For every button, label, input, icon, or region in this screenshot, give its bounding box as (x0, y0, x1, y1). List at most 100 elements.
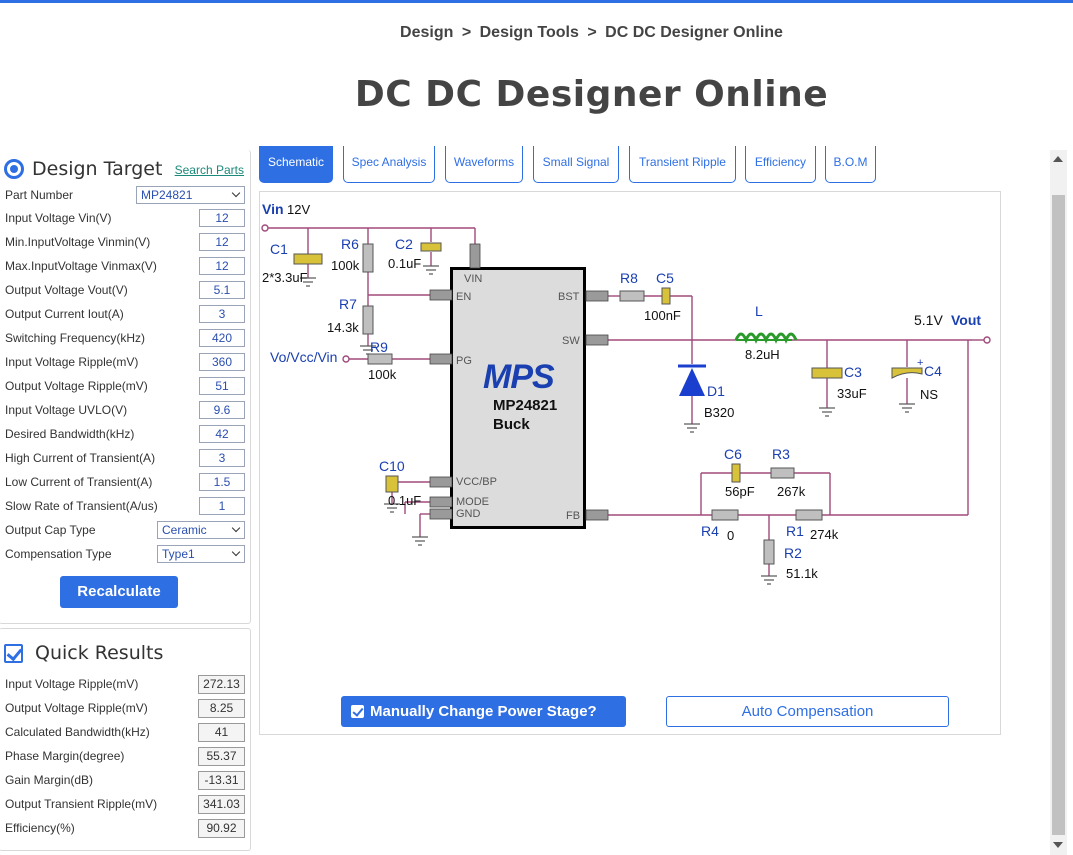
pin-fb-label: FB (566, 510, 580, 522)
pin-vin-label: VIN (464, 273, 482, 285)
field-label: Input Voltage UVLO(V) (5, 403, 128, 417)
pin-gnd-label: GND (456, 508, 481, 520)
manual-change-label: Manually Change Power Stage? (370, 703, 597, 720)
result-value: -13.31 (198, 770, 245, 790)
ref-c4: C4 (924, 363, 942, 379)
value-r6: 100k (331, 258, 360, 273)
design-field-row: Output Voltage Vout(V)5.1 (5, 280, 245, 300)
field-input[interactable]: 12 (199, 209, 245, 227)
output-cap-type-select[interactable]: Ceramic (157, 521, 245, 539)
quick-results-panel: Quick Results Input Voltage Ripple(mV)27… (0, 628, 251, 851)
ref-r2: R2 (784, 545, 802, 561)
field-input[interactable]: 42 (199, 425, 245, 443)
pin-mode-label: MODE (456, 496, 489, 508)
ref-c10: C10 (379, 458, 405, 474)
field-label: Input Voltage Vin(V) (5, 211, 112, 225)
value-r7: 14.3k (327, 320, 359, 335)
result-row: Output Transient Ripple(mV) 341.03 (5, 794, 245, 814)
field-input[interactable]: 1 (199, 497, 245, 515)
field-input[interactable]: 3 (199, 305, 245, 323)
ref-c6: C6 (724, 446, 742, 462)
result-value: 8.25 (198, 698, 245, 718)
design-field-row: Input Voltage Vin(V) 12 (5, 208, 245, 228)
part-number-row: Part Number MP24821 (5, 185, 245, 205)
field-label: Output Voltage Ripple(mV) (5, 379, 148, 393)
result-label: Output Transient Ripple(mV) (5, 797, 158, 811)
compensation-type-row: Compensation Type Type1 (5, 544, 245, 564)
recalculate-button[interactable]: Recalculate (60, 576, 178, 608)
search-parts-link[interactable]: Search Parts (174, 163, 244, 177)
design-field-row: Output Current Iout(A)3 (5, 304, 245, 324)
field-label: High Current of Transient(A) (5, 451, 156, 465)
result-row: Input Voltage Ripple(mV)272.13 (5, 674, 245, 694)
result-row: Calculated Bandwidth(kHz)41 (5, 722, 245, 742)
tab-efficiency[interactable]: Efficiency (745, 146, 816, 183)
chip-part-number: MP24821 (493, 397, 557, 414)
result-value: 341.03 (198, 794, 245, 814)
scrollbar-thumb[interactable] (1052, 195, 1065, 835)
pg-net-label: Vo/Vcc/Vin (270, 349, 337, 365)
pin-bst-label: BST (558, 291, 580, 303)
chip-body (429, 243, 609, 529)
scroll-up-arrow-icon[interactable] (1053, 156, 1063, 162)
design-field-row: Slow Rate of Transient(A/us) 1 (5, 496, 245, 516)
schematic-diagram: + (261, 201, 991, 585)
field-input[interactable]: 3 (199, 449, 245, 467)
scroll-down-arrow-icon[interactable] (1053, 842, 1063, 848)
design-target-title: Design Target (32, 158, 163, 180)
field-label: Output Cap Type (5, 523, 96, 537)
checkbox-checked-icon[interactable] (4, 643, 23, 663)
manual-change-power-stage-button[interactable]: Manually Change Power Stage? (341, 696, 626, 727)
result-value: 55.37 (198, 746, 245, 766)
field-input[interactable]: 51 (199, 377, 245, 395)
tab-bom[interactable]: B.O.M (825, 146, 876, 183)
inductor-symbol (730, 332, 798, 344)
field-input[interactable]: 420 (199, 329, 245, 347)
design-field-row: Min.InputVoltage Vinmin(V)12 (5, 232, 245, 252)
mps-logo: MPS (483, 358, 555, 396)
part-number-select[interactable]: MP24821 (136, 186, 245, 204)
field-input[interactable]: 9.6 (199, 401, 245, 419)
design-target-header: Design Target (4, 156, 162, 182)
polarity-plus-mark: + (917, 357, 923, 369)
component-refs: C1 R6 C2 R7 R9 R8 C5 L D1 C3 C4 C10 C6 R… (270, 236, 942, 561)
result-value: 272.13 (198, 674, 245, 694)
value-c6: 56pF (725, 484, 755, 499)
design-field-row: Output Voltage Ripple(mV) 51 (5, 376, 245, 396)
result-row: Efficiency(%)90.92 (5, 818, 245, 838)
auto-compensation-button[interactable]: Auto Compensation (666, 696, 949, 727)
result-label: Phase Margin(degree) (5, 749, 125, 763)
field-label: Slow Rate of Transient(A/us) (5, 499, 158, 513)
result-row: Gain Margin(dB)-13.31 (5, 770, 245, 790)
tab-spec-analysis[interactable]: Spec Analysis (343, 146, 435, 183)
value-r1: 274k (810, 527, 839, 542)
field-input[interactable]: 1.5 (199, 473, 245, 491)
value-c1: 2*3.3uF (262, 270, 308, 285)
field-input[interactable]: 5.1 (199, 281, 245, 299)
breadcrumb-design[interactable]: Design (400, 24, 454, 41)
field-input[interactable]: 360 (199, 353, 245, 371)
ref-l: L (755, 303, 763, 319)
result-label: Output Voltage Ripple(mV) (5, 701, 148, 715)
tab-transient-ripple[interactable]: Transient Ripple (629, 146, 736, 183)
breadcrumb: Design > Design Tools > DC DC Designer O… (0, 24, 1073, 42)
tab-schematic[interactable]: Schematic (259, 146, 333, 183)
field-label: Max.InputVoltage Vinmax(V) (5, 259, 157, 273)
field-input[interactable]: 12 (199, 257, 245, 275)
vin-net-label: Vin (262, 201, 284, 217)
value-r9: 100k (368, 367, 397, 382)
diode-symbol (678, 364, 706, 396)
pin-en-label: EN (456, 291, 471, 303)
field-input[interactable]: 12 (199, 233, 245, 251)
value-c2: 0.1uF (388, 256, 421, 271)
capacitor-symbols (293, 242, 923, 493)
design-field-row: Max.InputVoltage Vinmax(V) 12 (5, 256, 245, 276)
breadcrumb-design-tools[interactable]: Design Tools (479, 24, 579, 41)
schematic-wires (261, 224, 991, 576)
tab-small-signal[interactable]: Small Signal (533, 146, 619, 183)
tab-waveforms[interactable]: Waveforms (445, 146, 523, 183)
compensation-type-select[interactable]: Type1 (157, 545, 245, 563)
value-c3: 33uF (837, 386, 867, 401)
field-label: Compensation Type (5, 547, 112, 561)
checkbox-checked-icon[interactable] (351, 705, 364, 718)
